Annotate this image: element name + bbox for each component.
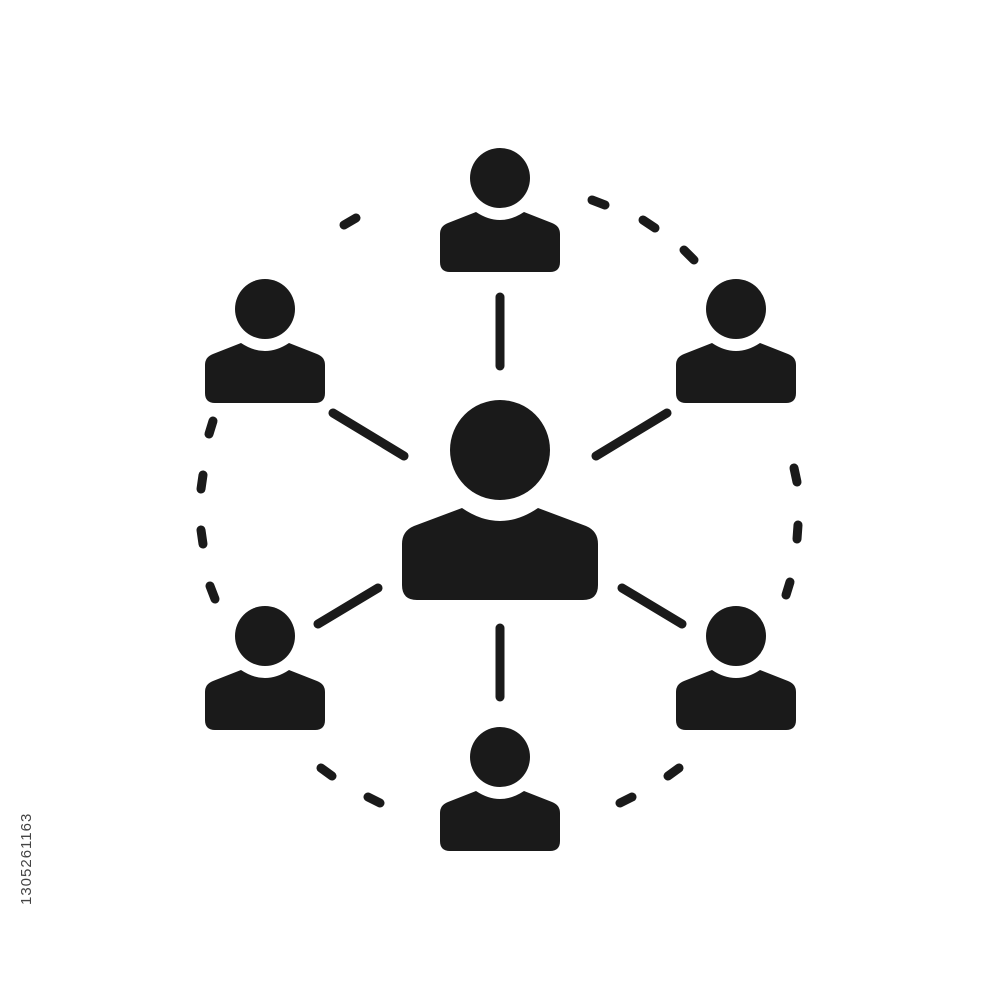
- ring-dash: [792, 520, 803, 544]
- ring-dash: [363, 792, 385, 808]
- person-head: [235, 279, 295, 339]
- stock-image-id: 1305261163: [18, 812, 35, 905]
- ring-dash: [204, 416, 218, 439]
- ring-dash: [663, 763, 684, 781]
- person-body: [676, 670, 796, 730]
- ring-dash: [615, 792, 637, 808]
- central-person-icon: [402, 400, 598, 600]
- connector-lower-right: [617, 583, 687, 629]
- person-body: [205, 343, 325, 403]
- dashed-ring: [196, 195, 803, 808]
- person-body: [440, 791, 560, 851]
- person-icon-lower-left: [205, 606, 325, 730]
- connector-upper-right: [591, 408, 672, 461]
- person-body: [205, 670, 325, 730]
- ring-dash: [339, 213, 361, 230]
- person-head: [235, 606, 295, 666]
- person-icon-upper-right: [676, 279, 796, 403]
- person-head: [706, 279, 766, 339]
- ring-dash: [196, 525, 208, 549]
- person-icon-upper-left: [205, 279, 325, 403]
- person-icon-bottom: [440, 727, 560, 851]
- person-head: [470, 148, 530, 208]
- ring-dash: [679, 245, 699, 265]
- ring-dash: [196, 470, 208, 494]
- person-body: [402, 508, 598, 600]
- person-body: [676, 343, 796, 403]
- ring-dash: [638, 215, 660, 233]
- ring-dash: [781, 577, 795, 600]
- person-icon-lower-right: [676, 606, 796, 730]
- ring-dash: [587, 195, 610, 210]
- person-head: [450, 400, 550, 500]
- connector-upper-left: [328, 408, 409, 461]
- ring-dash: [205, 581, 220, 604]
- ring-dash: [789, 463, 802, 487]
- connector-lower-left: [313, 583, 383, 629]
- person-icon-top: [440, 148, 560, 272]
- person-body: [440, 212, 560, 272]
- connector-lines: [313, 292, 687, 702]
- ring-dash: [316, 763, 337, 781]
- person-head: [470, 727, 530, 787]
- person-head: [706, 606, 766, 666]
